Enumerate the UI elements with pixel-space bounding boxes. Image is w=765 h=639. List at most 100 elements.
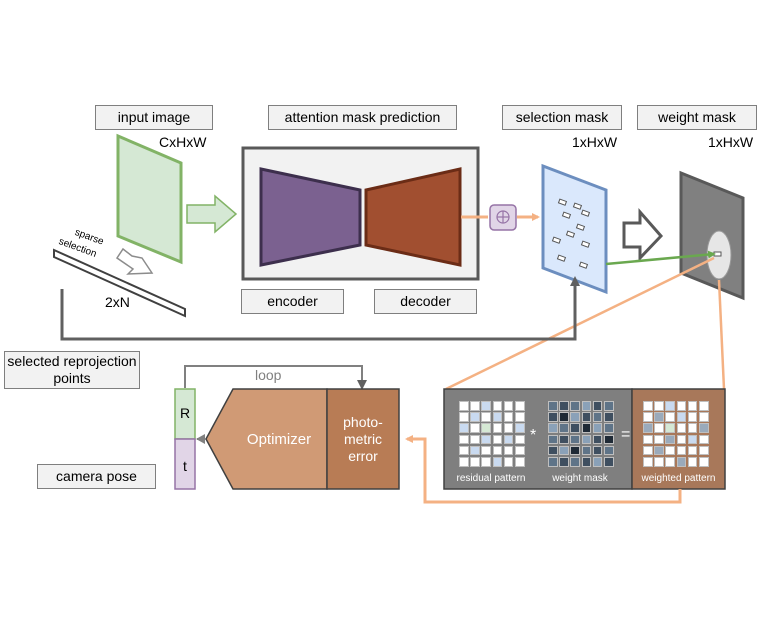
pattern-cell [687, 401, 698, 411]
pose-t-box [174, 438, 196, 490]
pattern-cell [676, 434, 687, 445]
pattern-cell [654, 434, 664, 445]
pattern-cell [492, 423, 503, 433]
pattern-cell [514, 445, 525, 456]
pattern-cell [698, 434, 709, 445]
weight-dim: 1xHxW [708, 134, 754, 150]
photometric-error-box [326, 388, 400, 490]
pattern-cell [665, 412, 675, 422]
pattern-cell [470, 412, 480, 422]
camera-pose-label: camera pose [37, 464, 156, 489]
pattern-cell [548, 401, 558, 411]
residual-pattern-grid [459, 401, 525, 467]
pattern-cell [514, 412, 525, 422]
pattern-cell [570, 434, 580, 445]
pattern-cell [570, 456, 580, 467]
pattern-cell [459, 434, 469, 445]
pattern-cell [687, 456, 698, 467]
pattern-cell [459, 401, 469, 411]
attention-mask-prediction-label: attention mask prediction [268, 105, 457, 130]
pattern-cell [503, 401, 514, 411]
photometric-line1: photo- [343, 414, 383, 430]
pattern-cell [676, 456, 687, 467]
pattern-cell [581, 423, 592, 433]
weight-mask-label: weight mask [637, 105, 757, 130]
decoder-shape [364, 167, 462, 267]
photometric-error-label: photo- metric error [327, 414, 399, 465]
pattern-cell [492, 434, 503, 445]
pose-t-label: t [183, 458, 187, 474]
pattern-cell [654, 456, 664, 467]
pattern-cell [643, 423, 653, 433]
pattern-cell [698, 412, 709, 422]
weighted-pattern-label: weighted pattern [641, 473, 716, 484]
pattern-cell [687, 423, 698, 433]
pattern-cell [548, 412, 558, 422]
pattern-cell [592, 401, 603, 411]
pattern-cell [581, 456, 592, 467]
pattern-cell [492, 401, 503, 411]
pattern-cell [654, 423, 664, 433]
pattern-cell [503, 423, 514, 433]
selection-mask-shape [541, 163, 608, 295]
pattern-cell [514, 456, 525, 467]
pattern-cell [470, 456, 480, 467]
selection-to-weight-arrow [622, 208, 664, 262]
pattern-cell [492, 412, 503, 422]
sparse-selection-plate [53, 248, 186, 318]
equals-sign: = [621, 426, 631, 443]
pattern-cell [665, 434, 675, 445]
pattern-cell [603, 456, 614, 467]
weighted-to-photometric-line [405, 435, 682, 504]
input-to-network-arrow [186, 194, 238, 234]
loop-line [184, 365, 367, 390]
selection-points [551, 198, 591, 269]
input-image-shape [116, 133, 183, 265]
selection-to-weight-link [605, 250, 716, 266]
selection-dim: 1xHxW [572, 134, 618, 150]
encoder-label: encoder [241, 289, 344, 314]
sparse-selection-arrow [115, 247, 154, 275]
pattern-cell [592, 456, 603, 467]
pattern-cell [592, 412, 603, 422]
pattern-cell [676, 445, 687, 456]
optimizer-shape [205, 388, 328, 490]
pattern-cell [698, 456, 709, 467]
pattern-cell [481, 445, 491, 456]
pattern-cell [643, 456, 653, 467]
multiply-sign: * [530, 427, 537, 444]
pattern-cell [570, 412, 580, 422]
pattern-cell [481, 401, 491, 411]
pattern-cell [570, 423, 580, 433]
weight-mask-pattern-label: weight mask [552, 473, 608, 484]
pattern-cell [581, 412, 592, 422]
pattern-cell [592, 445, 603, 456]
pattern-cell [470, 445, 480, 456]
pattern-cell [676, 401, 687, 411]
pattern-cell [503, 445, 514, 456]
pattern-cell [492, 445, 503, 456]
pattern-cell [603, 434, 614, 445]
pattern-cell [592, 423, 603, 433]
pattern-cell [548, 423, 558, 433]
pattern-cell [514, 423, 525, 433]
pattern-cell [570, 445, 580, 456]
pattern-cell [548, 456, 558, 467]
pattern-cell [470, 401, 480, 411]
pattern-cell [654, 412, 664, 422]
pattern-cell [603, 423, 614, 433]
pattern-cell [698, 401, 709, 411]
selected-reprojection-points-text: selected reprojection points [7, 353, 137, 386]
pattern-cell [492, 456, 503, 467]
pattern-cell [603, 445, 614, 456]
pattern-cell [687, 434, 698, 445]
pattern-cell [481, 412, 491, 422]
pattern-cell [665, 456, 675, 467]
residual-pattern-label: residual pattern [456, 473, 526, 484]
pattern-cell [514, 401, 525, 411]
pattern-cell [559, 445, 569, 456]
pattern-cell [559, 401, 569, 411]
pattern-cell [643, 401, 653, 411]
pattern-cell [559, 412, 569, 422]
